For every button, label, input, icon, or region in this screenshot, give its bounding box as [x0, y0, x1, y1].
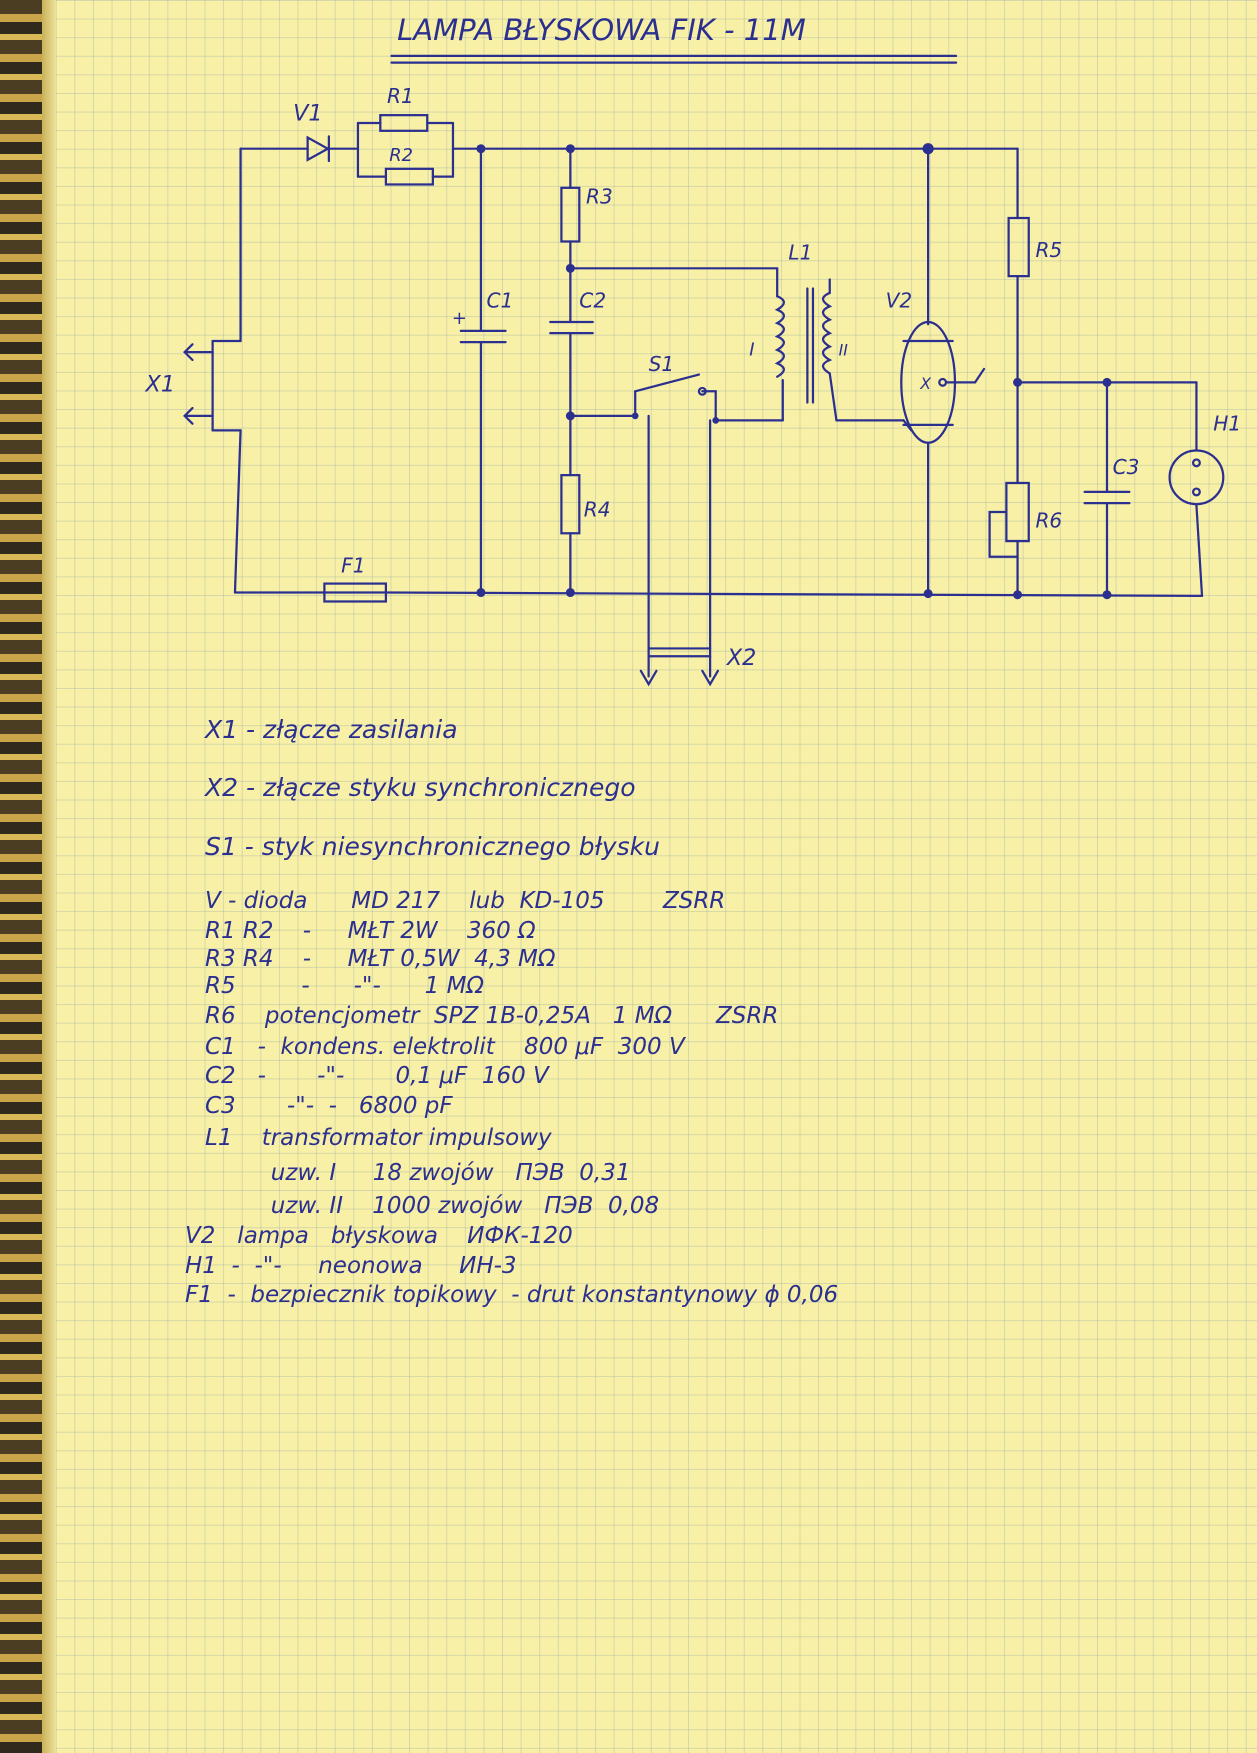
legend-text: - złącze zasilania: [246, 715, 458, 744]
label-r1: R1: [387, 84, 414, 108]
part-row: R1 R2 - MŁT 2W 360 Ω: [205, 918, 536, 944]
part-description: transformator impulsowy: [239, 1125, 552, 1151]
part-description: lampa błyskowa ИФК-120: [222, 1223, 573, 1249]
legend-key: S1: [205, 832, 237, 861]
label-c1-plus: +: [452, 308, 467, 329]
label-r3: R3: [586, 184, 613, 208]
part-description: - MŁT 2W 360 Ω: [280, 918, 536, 944]
part-ref: F1: [185, 1282, 213, 1308]
part-description: - -"- 0,1 μF 160 V: [243, 1063, 549, 1089]
label-l1: L1: [788, 240, 812, 264]
part-ref: V2: [185, 1223, 216, 1249]
part-description: - -"- 1 MΩ: [242, 973, 484, 999]
part-row: uzw. I 18 zwojów ПЭВ 0,31: [205, 1160, 631, 1186]
part-description: -"- - 6800 pF: [243, 1093, 453, 1119]
part-row: L1 transformator impulsowy: [205, 1125, 552, 1151]
label-r4: R4: [584, 498, 611, 522]
label-x2: X2: [726, 645, 757, 671]
label-r5: R5: [1035, 238, 1062, 262]
part-ref: R3 R4: [205, 946, 274, 972]
part-ref: R6: [205, 1003, 236, 1029]
part-description: uzw. I 18 zwojów ПЭВ 0,31: [212, 1160, 631, 1186]
part-row: C3 -"- - 6800 pF: [205, 1093, 453, 1119]
part-description: - dioda MD 217 lub KD-105 ZSRR: [228, 888, 726, 914]
part-row: C2 - -"- 0,1 μF 160 V: [205, 1063, 549, 1089]
label-coil-2: II: [839, 341, 849, 360]
part-ref: L1: [205, 1125, 233, 1151]
part-ref: H1: [185, 1253, 217, 1279]
part-ref: C1: [205, 1034, 236, 1060]
legend-item: X1 - złącze zasilania: [205, 715, 458, 744]
label-c1: C1: [487, 288, 514, 312]
part-row: R3 R4 - MŁT 0,5W 4,3 MΩ: [205, 946, 555, 972]
label-f1: F1: [341, 553, 365, 577]
label-v1: V1: [293, 101, 323, 127]
part-ref: R5: [205, 973, 236, 999]
label-v2: V2: [886, 288, 913, 312]
page-title: LAMPA BŁYSKOWA FIK - 11M: [397, 13, 806, 47]
label-s1: S1: [649, 352, 675, 376]
part-row: R5 - -"- 1 MΩ: [205, 973, 484, 999]
part-ref: V: [205, 888, 221, 914]
label-x1: X1: [145, 371, 176, 397]
label-h1: H1: [1213, 411, 1241, 435]
label-coil-1: I: [749, 340, 754, 361]
part-row: F1 - bezpiecznik topikowy - drut konstan…: [185, 1282, 838, 1308]
notebook-spine: [0, 0, 42, 1753]
part-description: - bezpiecznik topikowy - drut konstantyn…: [220, 1282, 839, 1308]
legend-text: - złącze styku synchronicznego: [246, 773, 636, 802]
part-row: H1 - -"- neonowa ИН-3: [185, 1253, 517, 1279]
legend-key: X1: [205, 715, 239, 744]
part-description: uzw. II 1000 zwojów ПЭВ 0,08: [212, 1193, 660, 1219]
label-r6: R6: [1035, 509, 1062, 533]
part-row: V - dioda MD 217 lub KD-105 ZSRR: [205, 888, 725, 914]
label-c3: C3: [1113, 455, 1140, 479]
page-edge: [42, 0, 56, 1753]
label-r2: R2: [389, 145, 413, 166]
part-ref: C3: [205, 1093, 236, 1119]
part-row: V2 lampa błyskowa ИФК-120: [185, 1223, 573, 1249]
label-x: X: [919, 374, 931, 393]
legend-key: X2: [205, 773, 239, 802]
legend-item: X2 - złącze styku synchronicznego: [205, 773, 636, 802]
part-description: potencjometr SPZ 1B-0,25A 1 MΩ ZSRR: [242, 1003, 779, 1029]
legend-text: - styk niesynchronicznego błysku: [244, 832, 660, 861]
part-description: - MŁT 0,5W 4,3 MΩ: [280, 946, 556, 972]
legend-item: S1 - styk niesynchronicznego błysku: [205, 832, 660, 861]
part-row: R6 potencjometr SPZ 1B-0,25A 1 MΩ ZSRR: [205, 1003, 778, 1029]
part-ref: R1 R2: [205, 918, 274, 944]
label-c2: C2: [579, 288, 606, 312]
part-description: - -"- neonowa ИН-3: [224, 1253, 517, 1279]
part-description: - kondens. elektrolit 800 μF 300 V: [243, 1034, 685, 1060]
part-row: C1 - kondens. elektrolit 800 μF 300 V: [205, 1034, 685, 1060]
part-row: uzw. II 1000 zwojów ПЭВ 0,08: [205, 1193, 659, 1219]
part-ref: C2: [205, 1063, 236, 1089]
